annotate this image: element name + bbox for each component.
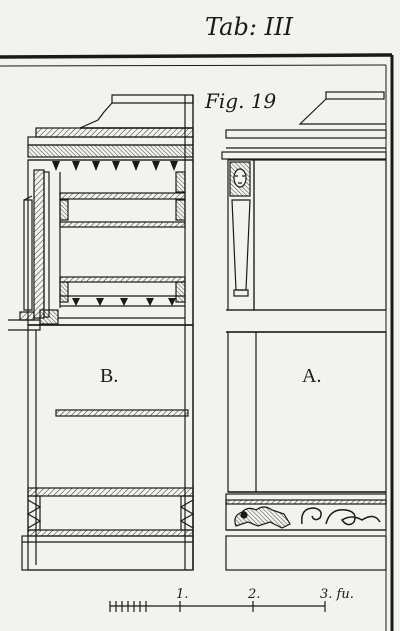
scale-tick-1: 1. bbox=[176, 587, 188, 602]
plate-label: Tab: III bbox=[205, 13, 293, 41]
upper-door-elevation bbox=[253, 159, 387, 311]
upper-cabinet-section bbox=[27, 159, 194, 326]
lower-door-elevation bbox=[227, 331, 387, 493]
cornice-elevation bbox=[221, 91, 387, 160]
scale-bar: 1. 2. 3. fu. bbox=[109, 587, 354, 612]
section-view-b: B. bbox=[8, 94, 195, 571]
scale-tick-2: 2. bbox=[247, 587, 260, 602]
upper-shelves bbox=[59, 171, 186, 303]
elevation-view-a: A. bbox=[221, 91, 387, 571]
carved-pilaster bbox=[227, 159, 255, 311]
plinth-section bbox=[21, 495, 195, 571]
griffin-carving bbox=[234, 506, 291, 529]
carved-base-frieze bbox=[225, 493, 387, 571]
scroll-carving bbox=[301, 507, 381, 526]
figure-label: Fig. 19 bbox=[204, 89, 277, 113]
lower-shelf bbox=[55, 409, 189, 417]
frieze-ornament-bottom bbox=[72, 298, 176, 306]
elevation-label: A. bbox=[302, 365, 321, 387]
section-label: B. bbox=[100, 365, 118, 387]
scale-tick-3: 3. fu. bbox=[320, 587, 354, 602]
cornice-section bbox=[27, 94, 194, 161]
frieze-ornament-top bbox=[52, 161, 178, 171]
plate-frame bbox=[0, 53, 394, 631]
base-shelf bbox=[27, 487, 194, 497]
